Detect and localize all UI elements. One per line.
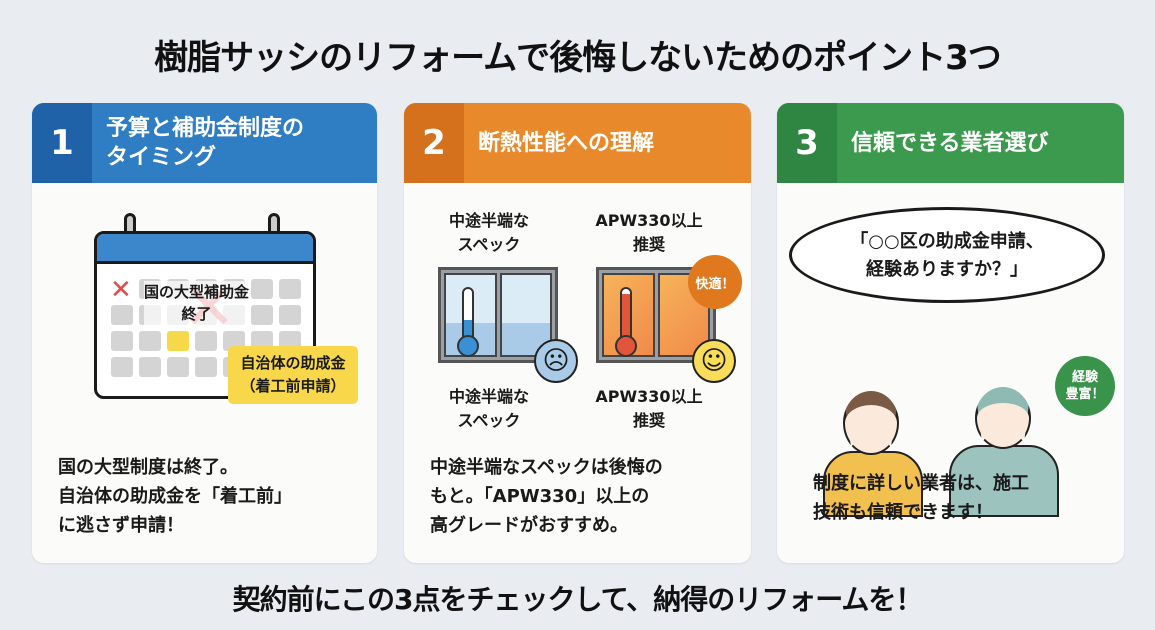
happy-face-icon: ☺ [692,339,736,383]
card-header: 3 信頼できる業者選び [777,103,1124,183]
comfort-badge: 快適！ [688,255,742,309]
card-title: 信頼できる業者選び [851,130,1049,156]
red-x-icon: ✕ [110,275,132,305]
low-spec-label: 中途半端な スペック [448,211,529,254]
apw330-label: APW330以上 推奨 [595,387,703,430]
card-description: 中途半端なスペックは後悔の もと。「APW330」以上の 高グレードがおすすめ。 [430,457,663,536]
footer-message: 契約前にこの3点をチェックして、納得のリフォームを！ [232,583,924,616]
card-description: 制度に詳しい業者は、施工 技術も信頼できます！ [813,473,1029,523]
point-card-budget: 1 予算と補助金制度の タイミング ✕ ✕ 国の大型補助金 終了 自治体の助成金… [32,103,377,563]
apw330-label: APW330以上 推奨 [595,211,703,254]
card-title: 予算と補助金制度の タイミング [106,116,305,170]
experienced-badge: 経験 豊富！ [1055,356,1115,416]
card-number: 3 [777,103,837,183]
local-subsidy-tag: 自治体の助成金 （着工前申請） [228,346,358,404]
sad-face-icon: ☹ [534,339,578,383]
national-subsidy-ended-label: 国の大型補助金 終了 [144,281,250,325]
point-card-contractor: 3 信頼できる業者選び 「○○区の助成金申請、 経験ありますか？」 経験 豊富！… [777,103,1124,563]
speech-bubble: 「○○区の助成金申請、 経験ありますか？」 [789,207,1105,303]
low-spec-label: 中途半端な スペック [448,387,529,430]
card-description: 国の大型制度は終了。 自治体の助成金を「着工前」 に逃さず申請！ [58,457,292,536]
card-header: 1 予算と補助金制度の タイミング [32,103,377,183]
card-number: 1 [32,103,92,183]
point-card-insulation: 2 断熱性能への理解 中途半端な スペック APW330以上 推奨 ☹ ☺ 快適… [404,103,751,563]
card-title: 断熱性能への理解 [478,130,655,156]
card-number: 2 [404,103,464,183]
card-header: 2 断熱性能への理解 [404,103,751,183]
page-title: 樹脂サッシのリフォームで後悔しないためのポイント3つ [154,38,1002,78]
